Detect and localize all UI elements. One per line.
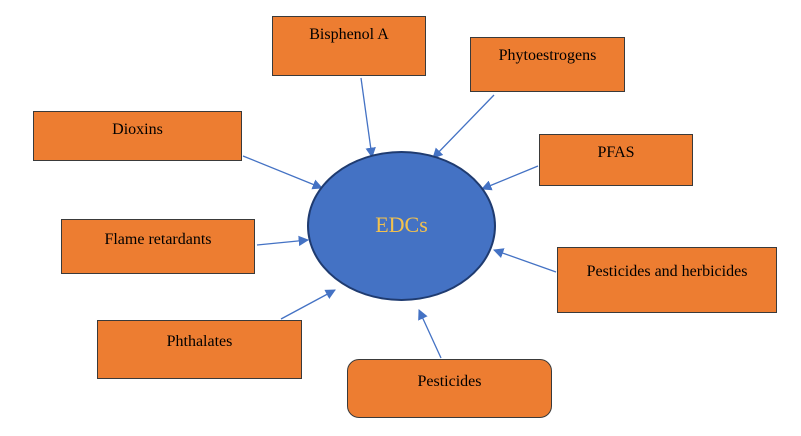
arrow-pfas xyxy=(481,165,539,191)
node-bisphenol-a: Bisphenol A xyxy=(272,16,426,76)
arrow-phytoestrogens xyxy=(432,94,495,159)
edcs-center-node: EDCs xyxy=(307,151,496,301)
node-pesticides-and-herbicides: Pesticides and herbicides xyxy=(557,247,777,313)
node-label: Phthalates xyxy=(166,333,233,350)
arrow-pesticides-herbicides xyxy=(493,248,557,273)
node-label: Phytoestrogens xyxy=(498,47,597,64)
arrow-flame-retardants xyxy=(256,235,310,247)
arrow-phthalates xyxy=(280,289,336,320)
node-label: Dioxins xyxy=(112,121,163,138)
node-pesticides: Pesticides xyxy=(347,359,552,418)
node-label: Pesticides and herbicides xyxy=(586,263,748,280)
node-label: PFAS xyxy=(597,144,635,161)
arrow-pesticides xyxy=(418,309,442,359)
node-label: Pesticides xyxy=(417,373,482,390)
node-label: Bisphenol A xyxy=(309,26,389,43)
arrow-bisphenol xyxy=(360,77,376,159)
node-flame-retardants: Flame retardants xyxy=(61,219,255,274)
node-dioxins: Dioxins xyxy=(33,111,242,161)
node-phytoestrogens: Phytoestrogens xyxy=(470,37,625,92)
node-pfas: PFAS xyxy=(539,134,693,186)
arrow-dioxins xyxy=(242,155,323,190)
center-label: EDCs xyxy=(375,212,428,237)
node-label: Flame retardants xyxy=(104,231,212,248)
node-phthalates: Phthalates xyxy=(97,320,302,379)
